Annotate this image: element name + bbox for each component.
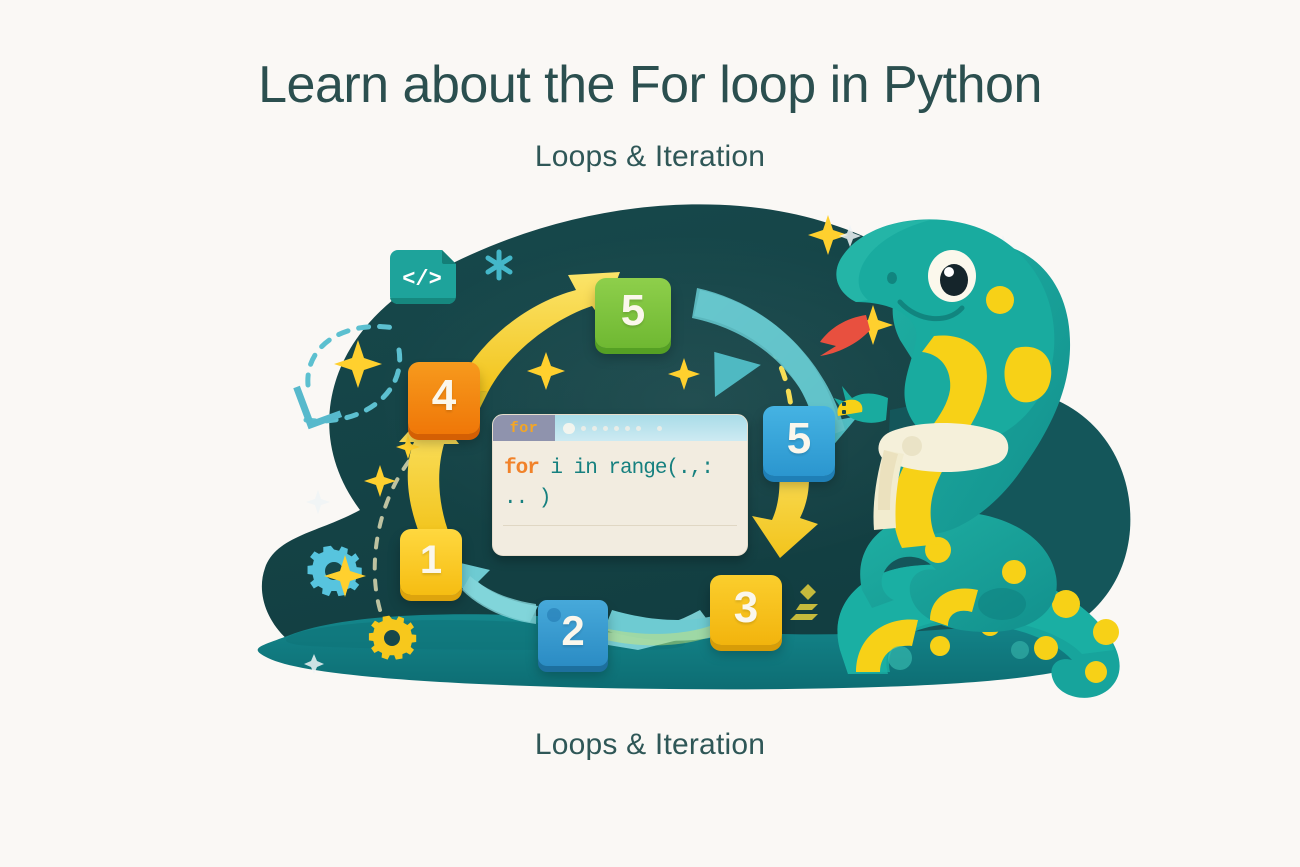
step-chip-1[interactable]: 1 [400,529,462,595]
step-chip-1-label: 1 [419,537,443,582]
titlebar-dot [657,425,662,431]
step-chip-3-label: 3 [733,583,759,632]
page-caption: Loops & Iteration [534,728,766,761]
dashed-curve-arrow [293,324,403,430]
code-keyword-for: for [504,457,540,480]
diamond-cluster-icon [790,584,818,620]
step-chip-5-blue[interactable]: 5 [763,406,835,476]
code-window-dots [555,415,747,441]
gear-yellow-icon [368,615,417,660]
svg-text:</>: </> [402,267,442,292]
code-window-titlebar: for [493,415,747,441]
step-chip-3[interactable]: 3 [710,575,782,645]
step-chip-5-blue-label: 5 [786,414,812,463]
step-chip-2-label: 2 [561,607,585,654]
page-subtitle: Loops & Iteration [534,140,766,173]
code-window[interactable]: for for i in range(.,: .. ) [492,414,748,556]
page-title: Learn about the For loop in Python [258,56,1042,114]
titlebar-dot [614,425,619,431]
titlebar-dot [603,425,608,431]
titlebar-dot [636,425,641,431]
step-chip-2[interactable]: 2 [538,600,608,666]
code-line-2: .. ) [504,487,551,510]
code-window-body[interactable]: for i in range(.,: .. ) [493,441,747,514]
code-badge-icon: </> [388,250,460,308]
step-chip-4[interactable]: 4 [408,362,480,434]
python-snake-character [820,219,1120,698]
step-chip-5-green[interactable]: 5 [595,278,671,348]
code-line-1-rest: i in range(.,: [538,457,713,480]
code-window-divider [503,525,737,526]
titlebar-dot [581,425,586,431]
code-window-tab[interactable]: for [493,415,555,441]
chip-2-dot [547,608,561,622]
arrow-two-to-one [448,560,538,624]
dashed-inner-arc-left [372,446,422,612]
titlebar-dot [625,425,630,431]
titlebar-dot [592,425,597,431]
ribbon-highlight [592,622,722,646]
step-chip-4-label: 4 [431,371,457,420]
arrow-three-to-two [586,610,734,650]
titlebar-dot [563,422,575,434]
step-chip-5-green-label: 5 [620,286,646,335]
asterisk-icon [485,249,513,281]
code-line-1: for i in range(.,: [504,454,736,484]
